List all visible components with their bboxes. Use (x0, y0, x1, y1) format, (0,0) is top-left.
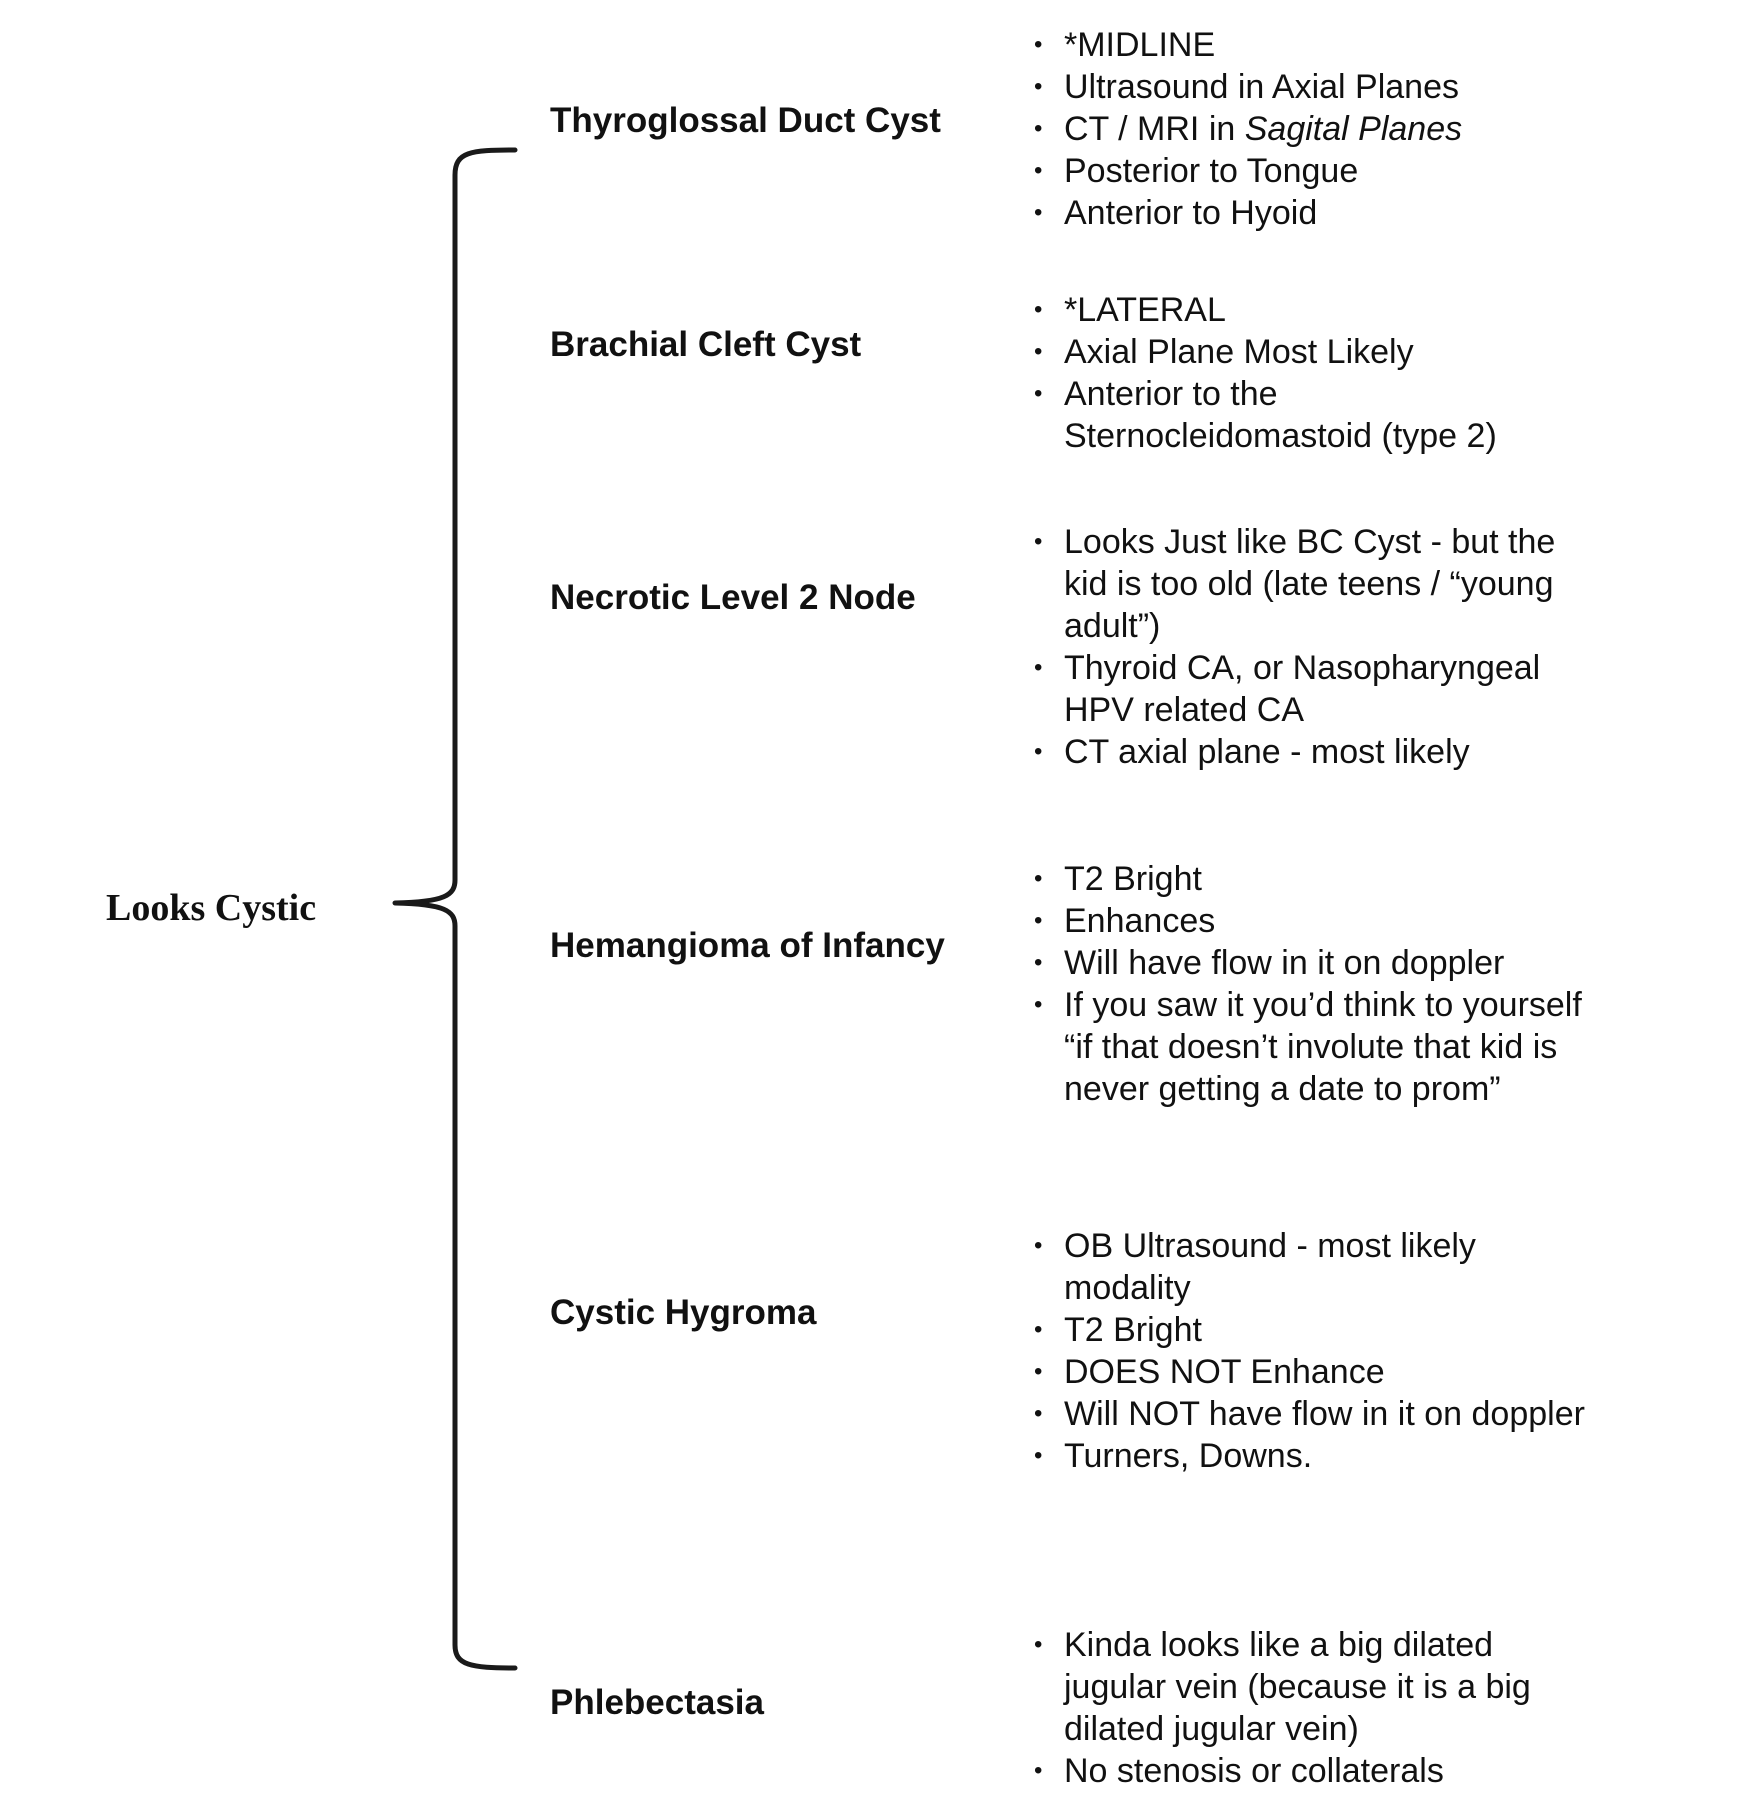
list-item: Axial Plane Most Likely (1030, 331, 1590, 373)
item-title-thyroglossal-duct-cyst: Thyroglossal Duct Cyst (550, 101, 941, 140)
list-item: *LATERAL (1030, 289, 1590, 331)
list-item: CT / MRI in Sagital Planes (1030, 108, 1590, 150)
list-item: Will have flow in it on doppler (1030, 942, 1590, 984)
bullet-list-phlebectasia: Kinda looks like a big dilated jugular v… (1030, 1624, 1590, 1792)
bullet-list-hemangioma-of-infancy: T2 Bright Enhances Will have flow in it … (1030, 858, 1590, 1110)
list-item: DOES NOT Enhance (1030, 1351, 1590, 1393)
list-item: Turners, Downs. (1030, 1435, 1590, 1477)
list-item: Anterior to Hyoid (1030, 192, 1590, 234)
list-item: Will NOT have flow in it on doppler (1030, 1393, 1590, 1435)
item-title-hemangioma-of-infancy: Hemangioma of Infancy (550, 926, 945, 965)
list-item: Anterior to the Sternocleidomastoid (typ… (1030, 373, 1590, 457)
item-title-necrotic-level-2-node: Necrotic Level 2 Node (550, 578, 916, 617)
item-title-brachial-cleft-cyst: Brachial Cleft Cyst (550, 325, 862, 364)
list-item: Kinda looks like a big dilated jugular v… (1030, 1624, 1590, 1750)
list-item: No stenosis or collaterals (1030, 1750, 1590, 1792)
list-item: T2 Bright (1030, 858, 1590, 900)
root-label: Looks Cystic (106, 887, 317, 929)
list-item: If you saw it you’d think to yourself “i… (1030, 984, 1590, 1110)
bullet-list-necrotic-level-2-node: Looks Just like BC Cyst - but the kid is… (1030, 521, 1590, 773)
list-item: Looks Just like BC Cyst - but the kid is… (1030, 521, 1590, 647)
item-title-phlebectasia: Phlebectasia (550, 1683, 764, 1722)
list-item: OB Ultrasound - most likely modality (1030, 1225, 1590, 1309)
list-item: Enhances (1030, 900, 1590, 942)
list-item: CT axial plane - most likely (1030, 731, 1590, 773)
list-item: *MIDLINE (1030, 24, 1590, 66)
bullet-list-brachial-cleft-cyst: *LATERAL Axial Plane Most Likely Anterio… (1030, 289, 1590, 457)
list-item: T2 Bright (1030, 1309, 1590, 1351)
list-item: Ultrasound in Axial Planes (1030, 66, 1590, 108)
list-item: Posterior to Tongue (1030, 150, 1590, 192)
bullet-list-thyroglossal-duct-cyst: *MIDLINE Ultrasound in Axial Planes CT /… (1030, 24, 1590, 234)
item-title-cystic-hygroma: Cystic Hygroma (550, 1293, 817, 1332)
bullet-list-cystic-hygroma: OB Ultrasound - most likely modality T2 … (1030, 1225, 1590, 1477)
list-item: Thyroid CA, or Nasopharyngeal HPV relate… (1030, 647, 1590, 731)
